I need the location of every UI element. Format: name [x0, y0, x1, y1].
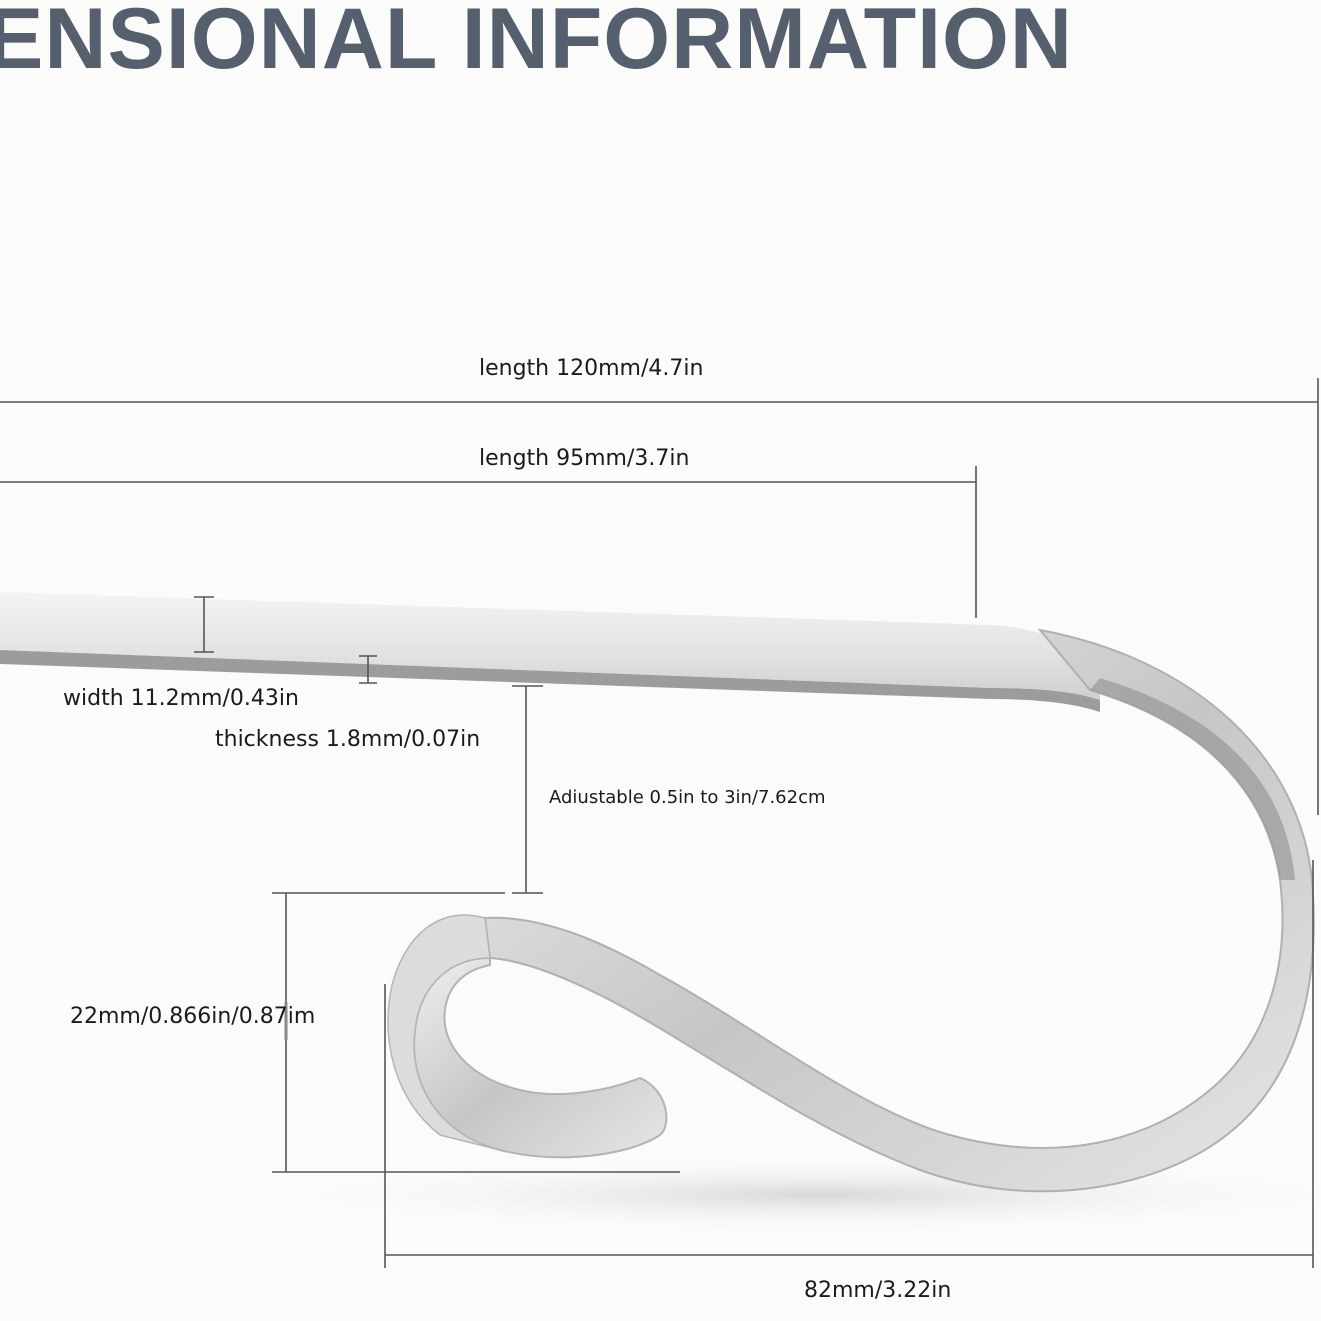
- page-heading: ENSIONAL INFORMATION: [0, 0, 1074, 87]
- hook-bar: [0, 592, 1100, 700]
- dimension-lines: [0, 378, 1319, 1268]
- label-hook-width: 82mm/3.22in: [804, 1278, 952, 1303]
- hook-body: [0, 592, 1315, 1193]
- label-adjustable: Adiustable 0.5in to 3in/7.62cm: [549, 787, 826, 808]
- label-thickness: thickness 1.8mm/0.07in: [215, 727, 481, 752]
- hook-curve-large: [483, 628, 1315, 1193]
- label-length-total: length 120mm/4.7in: [479, 356, 704, 381]
- label-width: width 11.2mm/0.43in: [63, 686, 299, 711]
- label-length-straight: length 95mm/3.7in: [479, 446, 690, 471]
- label-hook-height: 22mm/0.866in/0.87im: [70, 1004, 316, 1029]
